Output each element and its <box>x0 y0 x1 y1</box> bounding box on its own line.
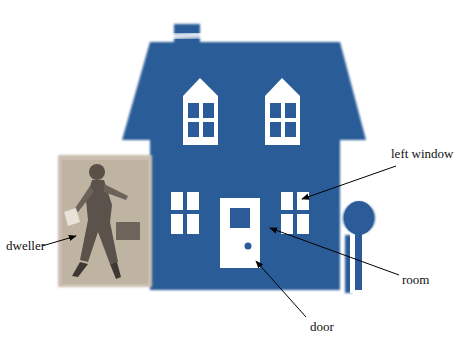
leader-line <box>42 236 76 246</box>
dweller-photo <box>58 155 152 287</box>
upper-window <box>265 78 300 145</box>
upper-window <box>183 78 218 145</box>
callout-label: left window <box>391 146 453 161</box>
callout-label: door <box>310 319 334 334</box>
door-shape <box>220 198 260 268</box>
leader-line <box>302 166 396 199</box>
callout-label: room <box>402 272 429 287</box>
leader-line <box>256 261 306 317</box>
leader-line <box>270 228 399 275</box>
lower-window <box>171 192 199 234</box>
callout-label: dweller <box>6 238 45 253</box>
